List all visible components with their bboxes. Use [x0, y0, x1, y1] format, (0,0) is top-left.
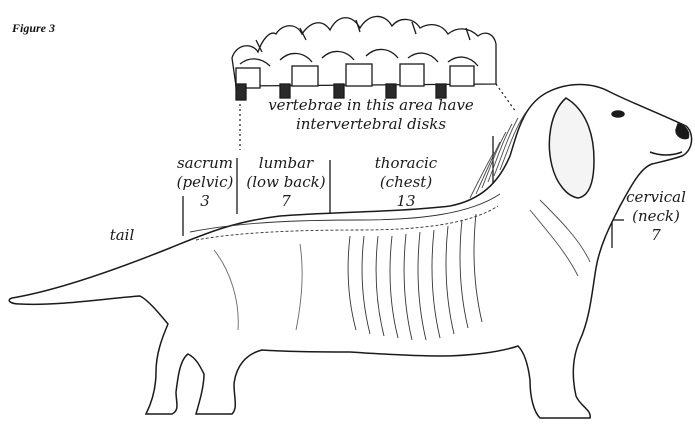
thoracic-label: thoracic (chest) 13: [366, 154, 446, 211]
cervical-count: 7: [620, 226, 692, 245]
vertebrae-drawing: [232, 16, 496, 100]
cervical-name: cervical: [620, 188, 692, 207]
cervical-label: cervical (neck) 7: [620, 188, 692, 245]
lumbar-label: lumbar (low back) 7: [244, 154, 328, 211]
sacrum-sub: (pelvic): [170, 173, 240, 192]
disk-note-line-1: vertebrae in this area have: [246, 96, 496, 115]
figure-label: Figure 3: [12, 21, 55, 36]
cervical-sub: (neck): [620, 207, 692, 226]
disk-note-line-2: intervertebral disks: [246, 115, 496, 134]
dachshund-body: [9, 85, 691, 419]
sacrum-count: 3: [170, 192, 240, 211]
lumbar-sub: (low back): [244, 173, 328, 192]
thoracic-name: thoracic: [366, 154, 446, 173]
disk-note: vertebrae in this area have intervertebr…: [246, 96, 496, 134]
lumbar-name: lumbar: [244, 154, 328, 173]
tail-label: tail: [100, 226, 144, 245]
thoracic-sub: (chest): [366, 173, 446, 192]
thoracic-count: 13: [366, 192, 446, 211]
sacrum-name: sacrum: [170, 154, 240, 173]
lumbar-count: 7: [244, 192, 328, 211]
sacrum-label: sacrum (pelvic) 3: [170, 154, 240, 211]
